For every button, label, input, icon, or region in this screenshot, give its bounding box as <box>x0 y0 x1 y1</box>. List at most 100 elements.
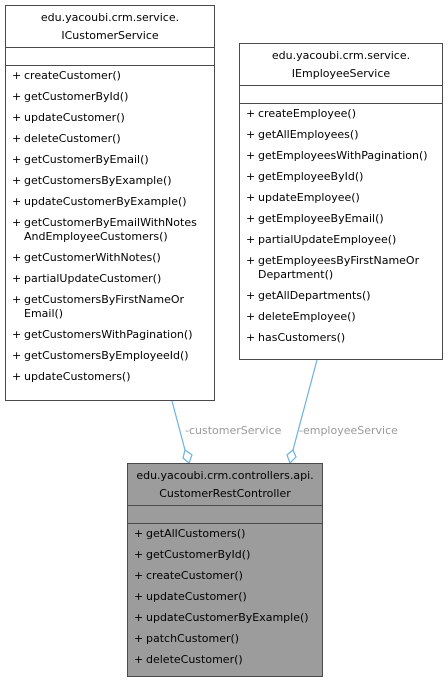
operation-name: createCustomer() <box>24 69 121 82</box>
operation-row[interactable]: +partialUpdateCustomer() <box>6 272 214 286</box>
visibility-marker: + <box>12 153 22 166</box>
visibility-marker: + <box>246 107 256 120</box>
operation-row[interactable]: +patchCustomer() <box>128 632 322 646</box>
operation-row[interactable]: +hasCustomers() <box>240 331 442 345</box>
operation-name: getEmployeeById() <box>258 170 364 183</box>
operation-row[interactable]: +updateCustomers() <box>6 370 214 384</box>
customer-service-package: edu.yacoubi.crm.service. <box>40 11 180 24</box>
operation-name: getCustomerById() <box>146 548 251 561</box>
operation-name: getCustomerWithNotes() <box>24 251 161 264</box>
visibility-marker: + <box>12 174 22 187</box>
operation-row[interactable]: +updateCustomerByExample() <box>6 195 214 209</box>
operation-name: getEmployeesWithPagination() <box>258 149 428 162</box>
operation-row[interactable]: +updateCustomerByExample() <box>128 611 322 625</box>
visibility-marker: + <box>246 331 256 344</box>
operation-row[interactable]: +deleteCustomer() <box>128 653 322 667</box>
operation-row[interactable]: +updateEmployee() <box>240 191 442 205</box>
operation-row[interactable]: +createEmployee() <box>240 107 442 121</box>
visibility-marker: + <box>246 212 256 225</box>
operation-row[interactable]: +getEmployeeByEmail() <box>240 212 442 226</box>
customer-rest-controller-operations: +getAllCustomers()+getCustomerById()+cre… <box>128 524 322 667</box>
operation-name: updateCustomers() <box>24 370 131 383</box>
visibility-marker: + <box>12 90 22 103</box>
visibility-marker: + <box>134 569 144 582</box>
employee-service-edge <box>292 359 318 451</box>
operation-row[interactable]: +getEmployeeById() <box>240 170 442 184</box>
operation-row[interactable]: +getCustomersWithPagination() <box>6 328 214 342</box>
customer-rest-controller-package: edu.yacoubi.crm.controllers.api. <box>136 469 314 482</box>
operation-row[interactable]: +getAllCustomers() <box>128 527 322 541</box>
visibility-marker: + <box>134 548 144 561</box>
operation-row[interactable]: +updateCustomer() <box>128 590 322 604</box>
operation-row[interactable]: +getCustomerByEmailWithNotes AndEmployee… <box>6 216 214 244</box>
customer-rest-controller-name: CustomerRestController <box>159 487 291 500</box>
operation-name: deleteCustomer() <box>24 132 121 145</box>
visibility-marker: + <box>12 132 22 145</box>
customer-service-class[interactable]: edu.yacoubi.crm.service. ICustomerServic… <box>5 5 215 401</box>
operation-name: getCustomerByEmail() <box>24 153 149 166</box>
operation-row[interactable]: +getCustomersByFirstNameOr Email() <box>6 293 214 321</box>
operation-name: getCustomersByFirstNameOr Email() <box>24 293 185 320</box>
operation-name: updateEmployee() <box>258 191 360 204</box>
operation-row[interactable]: +createCustomer() <box>128 569 322 583</box>
employee-service-role-label: -employeeService <box>299 424 398 437</box>
visibility-marker: + <box>134 590 144 603</box>
visibility-marker: + <box>12 293 22 306</box>
customer-service-role-label: -customerService <box>185 424 282 437</box>
operation-name: createCustomer() <box>146 569 243 582</box>
operation-row[interactable]: +getCustomersByEmployeeId() <box>6 349 214 363</box>
operation-name: getCustomersByEmployeeId() <box>24 349 189 362</box>
operation-row[interactable]: +getCustomersByExample() <box>6 174 214 188</box>
operation-name: updateCustomerByExample() <box>24 195 187 208</box>
operation-row[interactable]: +getCustomerById() <box>6 90 214 104</box>
operation-row[interactable]: +getAllDepartments() <box>240 289 442 303</box>
operation-name: getCustomerByEmailWithNotes AndEmployeeC… <box>24 216 197 243</box>
visibility-marker: + <box>12 216 22 229</box>
employee-service-class[interactable]: edu.yacoubi.crm.service. IEmployeeServic… <box>239 43 443 360</box>
operation-row[interactable]: +updateCustomer() <box>6 111 214 125</box>
operation-row[interactable]: +getEmployeesByFirstNameOr Department() <box>240 254 442 282</box>
customer-service-edge <box>171 400 186 451</box>
operation-name: getAllEmployees() <box>258 128 359 141</box>
customer-service-name: ICustomerService <box>61 29 159 42</box>
employee-service-attributes <box>240 86 442 104</box>
customer-rest-controller-class[interactable]: edu.yacoubi.crm.controllers.api. Custome… <box>127 463 323 677</box>
operation-row[interactable]: +getCustomerWithNotes() <box>6 251 214 265</box>
operation-row[interactable]: +getEmployeesWithPagination() <box>240 149 442 163</box>
visibility-marker: + <box>246 170 256 183</box>
employee-service-package: edu.yacoubi.crm.service. <box>271 49 411 62</box>
operation-row[interactable]: +deleteEmployee() <box>240 310 442 324</box>
customer-service-attributes <box>6 48 214 66</box>
operation-row[interactable]: +getCustomerByEmail() <box>6 153 214 167</box>
operation-name: createEmployee() <box>258 107 356 120</box>
customer-rest-controller-attributes <box>128 506 322 524</box>
employee-service-class-title: edu.yacoubi.crm.service. IEmployeeServic… <box>240 44 442 86</box>
operation-name: getAllCustomers() <box>146 527 246 540</box>
visibility-marker: + <box>12 349 22 362</box>
customer-rest-controller-class-title: edu.yacoubi.crm.controllers.api. Custome… <box>128 464 322 506</box>
operation-name: getCustomerById() <box>24 90 129 103</box>
visibility-marker: + <box>246 289 256 302</box>
visibility-marker: + <box>12 370 22 383</box>
employee-service-association <box>286 359 318 465</box>
operation-name: updateCustomerByExample() <box>146 611 309 624</box>
operation-name: getEmployeesByFirstNameOr Department() <box>258 254 420 281</box>
visibility-marker: + <box>134 527 144 540</box>
operation-row[interactable]: +deleteCustomer() <box>6 132 214 146</box>
operation-name: partialUpdateCustomer() <box>24 272 162 285</box>
operation-name: getCustomersWithPagination() <box>24 328 193 341</box>
customer-service-operations: +createCustomer()+getCustomerById()+upda… <box>6 66 214 384</box>
customer-service-association <box>171 400 193 465</box>
operation-row[interactable]: +getCustomerById() <box>128 548 322 562</box>
operation-row[interactable]: +getAllEmployees() <box>240 128 442 142</box>
operation-name: deleteEmployee() <box>258 310 356 323</box>
operation-name: getEmployeeByEmail() <box>258 212 384 225</box>
operation-name: getAllDepartments() <box>258 289 371 302</box>
customer-service-class-title: edu.yacoubi.crm.service. ICustomerServic… <box>6 6 214 48</box>
operation-row[interactable]: +createCustomer() <box>6 69 214 83</box>
operation-row[interactable]: +partialUpdateEmployee() <box>240 233 442 247</box>
visibility-marker: + <box>134 611 144 624</box>
visibility-marker: + <box>134 653 144 666</box>
visibility-marker: + <box>246 310 256 323</box>
